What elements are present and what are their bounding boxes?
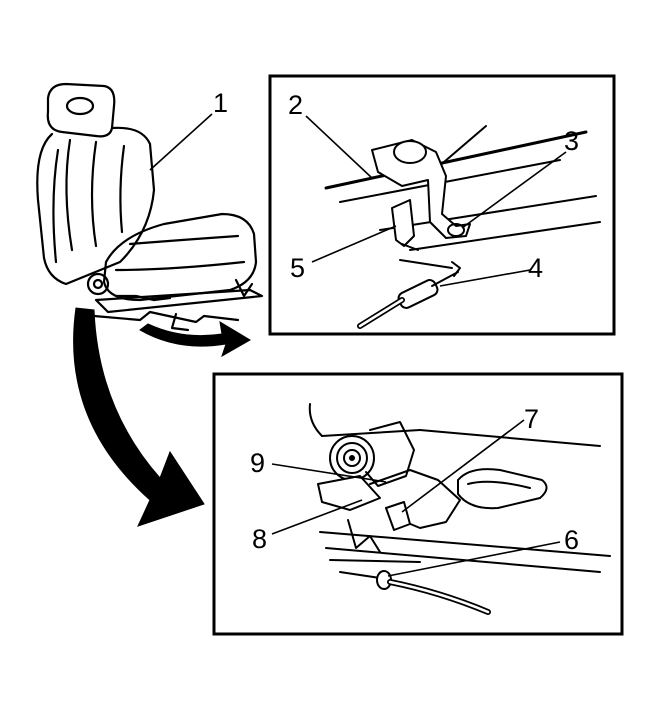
seat-track	[94, 288, 264, 314]
seat-cushion	[102, 212, 258, 302]
leader-8	[271, 499, 363, 535]
callout-9: 9	[250, 448, 265, 478]
lower-detail-drawing	[308, 403, 611, 615]
callout-5: 5	[290, 253, 305, 283]
upper-detail-drawing	[324, 125, 601, 329]
curved-arrow-upper	[139, 321, 251, 358]
leader-5	[311, 225, 397, 263]
upper-detail-box	[268, 74, 616, 336]
curved-arrow-lower	[73, 307, 205, 527]
release-cable	[399, 259, 453, 269]
leader-4	[439, 269, 531, 287]
release-handle	[457, 468, 548, 510]
recliner-knob	[86, 272, 110, 296]
callout-8: 8	[252, 524, 267, 554]
seat-headrest	[46, 82, 116, 138]
leader-lines	[149, 113, 567, 577]
callout-6: 6	[564, 525, 579, 555]
recliner-mechanism	[365, 421, 415, 487]
cable-clip	[391, 199, 415, 247]
headrest-hole	[65, 96, 95, 116]
callout-4: 4	[528, 253, 543, 283]
lower-detail-box	[212, 372, 624, 636]
bracket-rivet	[393, 140, 427, 164]
leader-9	[271, 463, 387, 483]
seat-illustration	[36, 82, 264, 332]
callout-2: 2	[288, 90, 303, 120]
leader-6	[387, 541, 561, 577]
lower-release-cable	[339, 571, 381, 579]
callout-3: 3	[564, 126, 579, 156]
callout-1: 1	[213, 88, 228, 118]
callouts: 1 2 3 4 5 6 7 8 9	[213, 88, 579, 555]
cable-lever	[369, 469, 461, 529]
callout-7: 7	[524, 404, 539, 434]
leader-1	[149, 113, 213, 171]
leader-7	[401, 419, 525, 513]
latch-bracket	[371, 139, 471, 239]
leader-2	[305, 115, 373, 179]
seat-back	[36, 126, 156, 286]
leader-3	[461, 151, 567, 229]
cable-end	[397, 279, 439, 309]
